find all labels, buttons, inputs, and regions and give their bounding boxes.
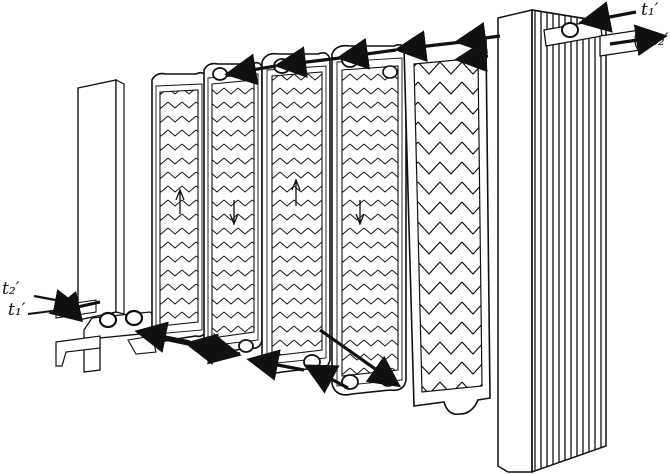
chevron-plate-2 — [203, 61, 263, 354]
cold-outlet-arrow — [609, 24, 668, 57]
fixed-frame-plate — [55, 79, 161, 373]
cold-inlet-arrow — [33, 289, 77, 311]
label-cold-outlet: t₂′ — [651, 30, 669, 50]
label-cold-inlet: t₂′ — [2, 279, 20, 299]
chevron-plate-4 — [331, 44, 407, 396]
port-ring-icon — [273, 58, 291, 74]
outlet-stub — [27, 309, 61, 315]
gasket-plate — [403, 39, 491, 416]
port-ring-icon — [238, 339, 254, 353]
port-ring-icon — [212, 67, 228, 81]
label-hot-inlet: t₁′ — [641, 0, 659, 20]
chevron-plate-3 — [261, 52, 331, 374]
inner-flow-marks — [175, 178, 365, 226]
port-ring-icon — [303, 354, 321, 370]
chevron-plate-1 — [151, 71, 207, 342]
port-ring-icon — [124, 309, 144, 327]
label-hot-outlet: t₁′ — [8, 300, 26, 320]
pressure-plate — [497, 9, 607, 474]
port-ring-icon — [98, 311, 118, 329]
flow-arrows — [27, 1, 668, 394]
port-ring-icon — [382, 65, 398, 79]
hot-inlet-arrow — [578, 1, 637, 33]
